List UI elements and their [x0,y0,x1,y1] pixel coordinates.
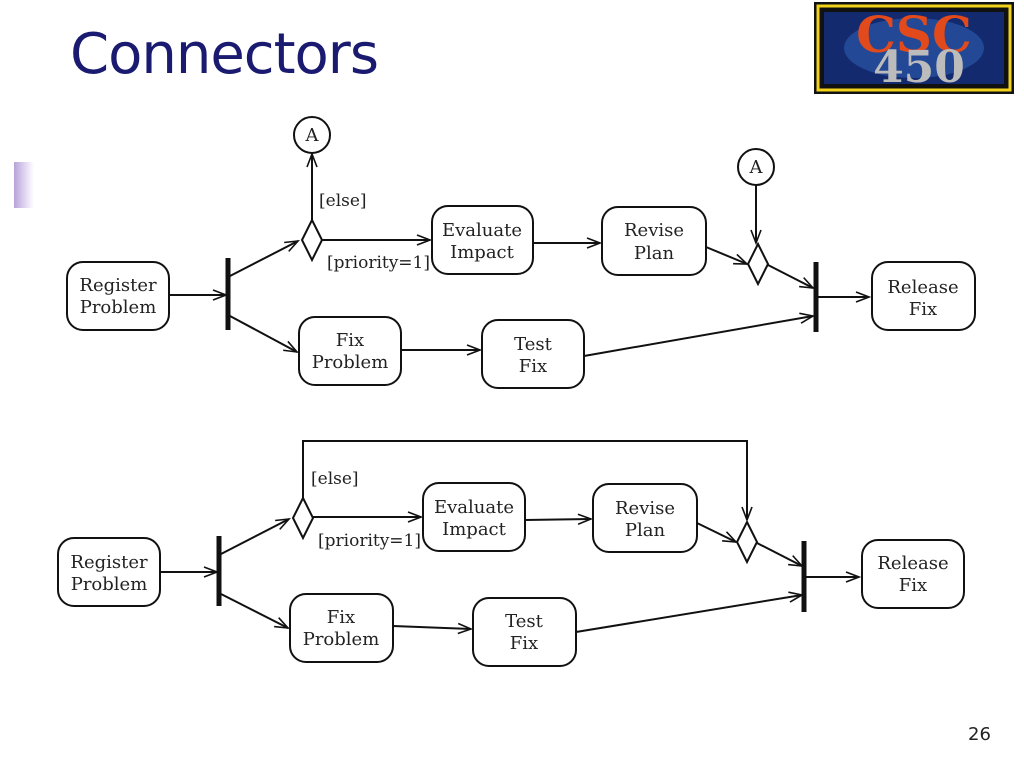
evaluate-label-2: Impact [450,242,515,263]
edge [583,316,813,357]
guard-priority-label: [priority=1] [318,531,421,551]
activity-test-fix [481,319,585,389]
edge [220,593,288,628]
activity-fix-problem [289,593,394,663]
release-label-1: Release [887,277,958,298]
activity-release-fix [871,261,976,331]
release-label-1: Release [877,553,948,574]
release-label-2: Fix [909,299,937,320]
register-label-2: Problem [71,574,148,595]
fix-label-1: Fix [336,330,364,351]
test-label-2: Fix [519,356,547,377]
logo-text-csc: CSC [856,5,972,64]
else-path-edge [302,440,747,520]
edge [229,241,298,277]
activity-release-fix [861,539,965,609]
revise-label-1: Revise [615,498,675,519]
activity-test-fix [472,597,577,667]
activity-evaluate-impact [422,482,526,552]
test-label-2: Fix [510,633,538,654]
activity-revise-plan [601,206,707,276]
guard-else-label: [else] [311,469,359,489]
fix-label-1: Fix [327,607,355,628]
page-number: 26 [968,724,991,745]
activity-fix-problem [298,316,402,386]
edge [220,519,289,555]
edge [392,626,471,629]
course-logo: CSC 450 [814,2,1014,94]
connector-in-label: A [749,157,764,178]
revise-label-2: Plan [625,520,666,541]
diagram-with-direct-edge-labels: Register Problem Evaluate Impact Revise … [70,497,948,654]
connector-out-label: A [305,125,320,146]
edge [767,264,813,288]
edge [705,246,747,265]
diagram-with-direct-edge [57,440,965,667]
merge-diamond [746,241,770,287]
decision-diamond [300,217,324,263]
evaluate-label-1: Evaluate [442,220,522,241]
slide-title: Connectors [70,22,379,87]
test-label-1: Test [514,334,552,355]
guard-priority-label: [priority=1] [327,253,430,273]
activity-register-problem [66,261,170,331]
evaluate-label-1: Evaluate [434,497,514,518]
merge-diamond [735,519,759,565]
register-label-2: Problem [80,297,157,318]
diagram-with-connectors-labels: Register Problem Evaluate Impact Revise … [79,125,958,377]
test-label-1: Test [505,611,543,632]
edge [229,315,297,352]
register-label-1: Register [70,552,148,573]
edge [756,542,802,566]
logo-text-450: 450 [873,42,965,93]
decision-diamond [291,495,315,541]
revise-label-2: Plan [634,243,675,264]
release-label-2: Fix [899,575,927,596]
guard-else-label: [else] [319,191,367,211]
register-label-1: Register [79,275,157,296]
fix-label-2: Problem [303,629,380,650]
accent-bar [14,162,34,208]
activity-evaluate-impact [431,205,534,275]
edge [575,595,802,633]
edge [696,522,736,542]
diagram-with-connectors [66,116,976,389]
evaluate-label-2: Impact [442,519,507,540]
edge [524,519,591,520]
fix-label-2: Problem [312,352,389,373]
revise-label-1: Revise [624,220,684,241]
